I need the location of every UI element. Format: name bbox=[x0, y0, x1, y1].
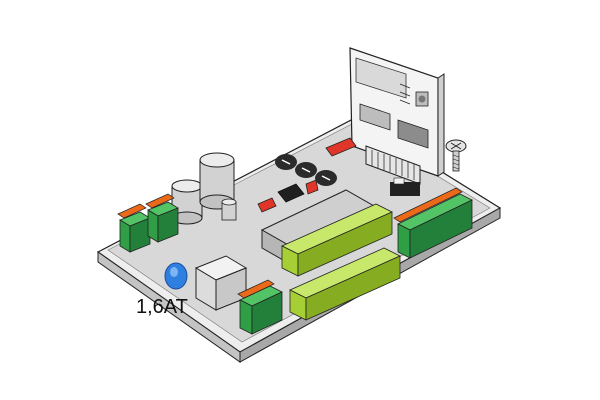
terminal-blocks-green bbox=[119, 193, 473, 335]
terminal-blocks-orange bbox=[117, 187, 463, 299]
microcontroller-chip bbox=[277, 183, 305, 203]
fuse bbox=[164, 262, 188, 290]
transformer-block bbox=[194, 255, 248, 311]
module-connector bbox=[365, 145, 421, 196]
dip-switch bbox=[257, 137, 357, 213]
terminal-blocks-lime bbox=[281, 203, 401, 321]
radio-module bbox=[349, 47, 445, 177]
fuse-rating-label: 1,6AT bbox=[136, 296, 188, 318]
small-capacitor bbox=[221, 198, 237, 221]
capacitor-left bbox=[171, 179, 203, 225]
mounting-screw bbox=[445, 139, 467, 172]
capacitor-right bbox=[199, 152, 235, 210]
potentiometers bbox=[275, 154, 337, 186]
